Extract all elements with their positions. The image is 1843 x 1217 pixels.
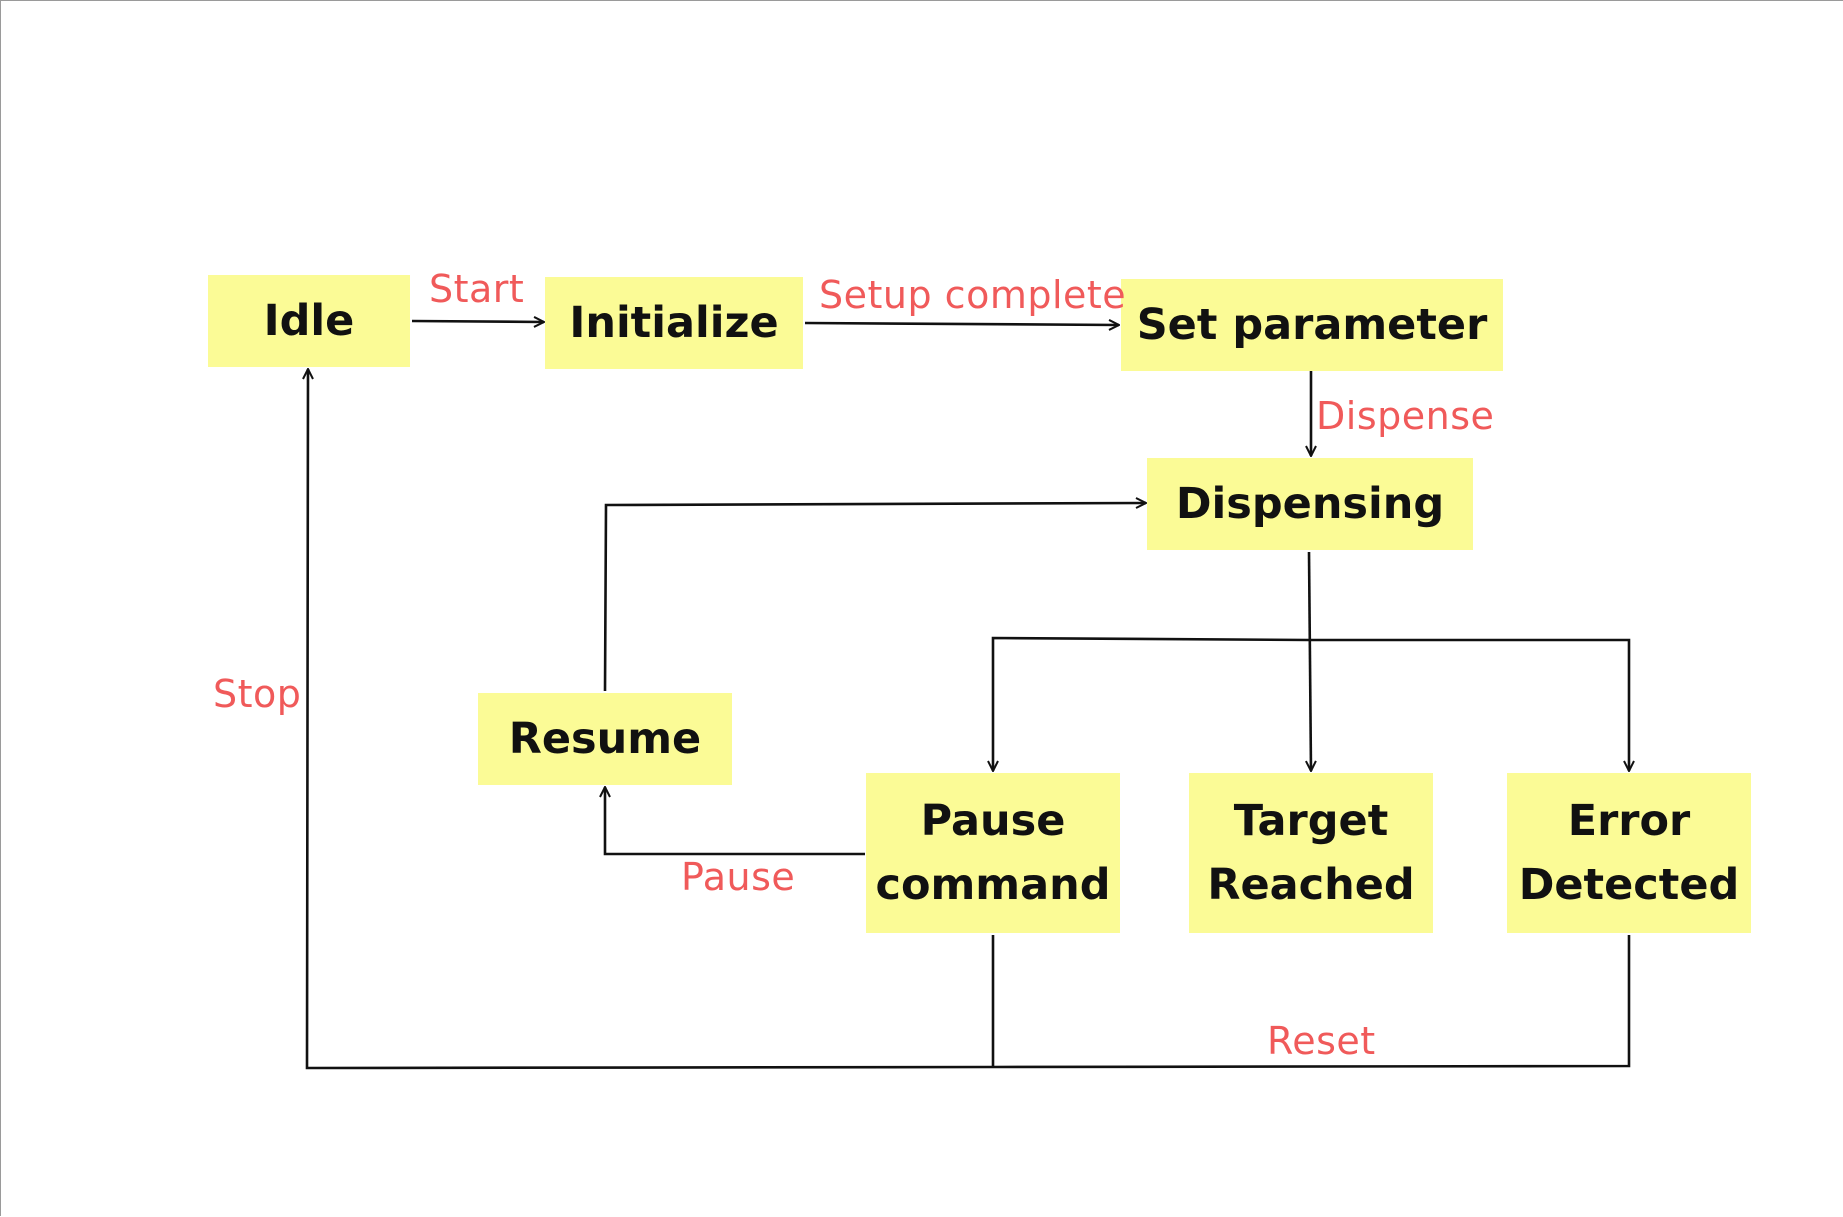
edge-dispensing-pause	[993, 636, 1310, 771]
edge-resume	[603, 503, 1146, 692]
edge-dispensing-error	[1309, 638, 1629, 771]
edge-dispensing-target	[1309, 551, 1311, 771]
node-target-reached-line1: Target	[1233, 796, 1389, 846]
node-pause-command-line1: Pause	[920, 796, 1066, 846]
node-initialize-label: Initialize	[569, 298, 779, 348]
node-idle: Idle	[208, 275, 410, 367]
edge-reset	[992, 935, 1631, 1069]
edge-label-start: Start	[429, 267, 525, 311]
edge-label-setup-complete: Setup complete	[819, 273, 1127, 317]
edge-setup-complete	[804, 323, 1119, 325]
node-dispensing-label: Dispensing	[1175, 479, 1445, 529]
node-resume: Resume	[478, 693, 732, 785]
node-initialize: Initialize	[545, 277, 803, 369]
edge-stop	[307, 369, 994, 1070]
node-pause-command-line2: command	[875, 860, 1111, 910]
edge-pause	[605, 787, 865, 856]
node-target-reached-line2: Reached	[1207, 860, 1415, 910]
edge-start	[411, 321, 544, 322]
node-set-parameter: Set parameter	[1121, 279, 1503, 371]
node-error-detected-line2: Detected	[1518, 860, 1740, 910]
node-dispensing: Dispensing	[1147, 458, 1473, 550]
edge-label-pause: Pause	[681, 855, 796, 899]
edge-label-dispense: Dispense	[1316, 394, 1495, 438]
node-target-reached: Target Reached	[1189, 773, 1433, 933]
node-resume-label: Resume	[508, 714, 702, 764]
node-idle-label: Idle	[263, 296, 355, 346]
node-set-parameter-label: Set parameter	[1136, 300, 1488, 350]
node-error-detected: Error Detected	[1507, 773, 1751, 933]
node-error-detected-line1: Error	[1567, 796, 1691, 846]
edge-label-reset: Reset	[1267, 1019, 1376, 1063]
edge-label-stop: Stop	[213, 672, 302, 716]
node-pause-command: Pause command	[866, 773, 1120, 933]
